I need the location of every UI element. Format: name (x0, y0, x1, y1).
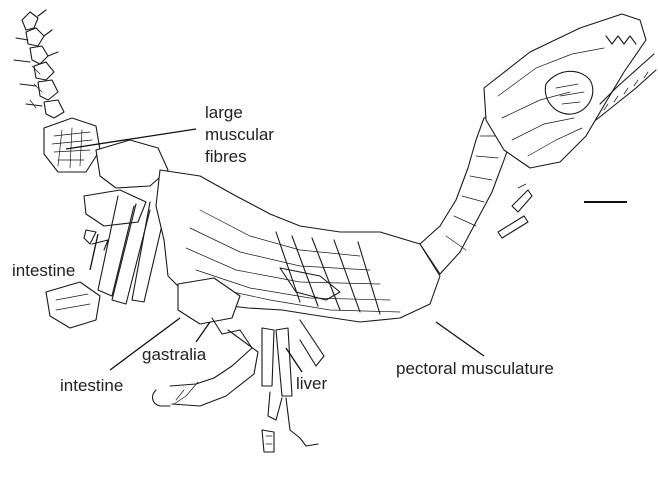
label-liver: liver (296, 374, 328, 393)
leader-liver (286, 348, 302, 372)
torso-ribs (156, 170, 440, 324)
label-gastralia: gastralia (142, 345, 207, 364)
label-muscular: muscular (205, 125, 274, 144)
tail-vertebrae (14, 10, 64, 118)
leader-gastralia (196, 322, 210, 342)
label-intestine-lower: intestine (60, 376, 123, 395)
label-intestine-upper: intestine (12, 261, 75, 280)
label-large: large (205, 103, 243, 122)
skull (484, 14, 656, 168)
label-fibres: fibres (205, 147, 247, 166)
leader-intestine-upper (90, 234, 98, 270)
leader-pectoral (436, 322, 484, 356)
label-pectoral-musculature: pectoral musculature (396, 359, 554, 378)
